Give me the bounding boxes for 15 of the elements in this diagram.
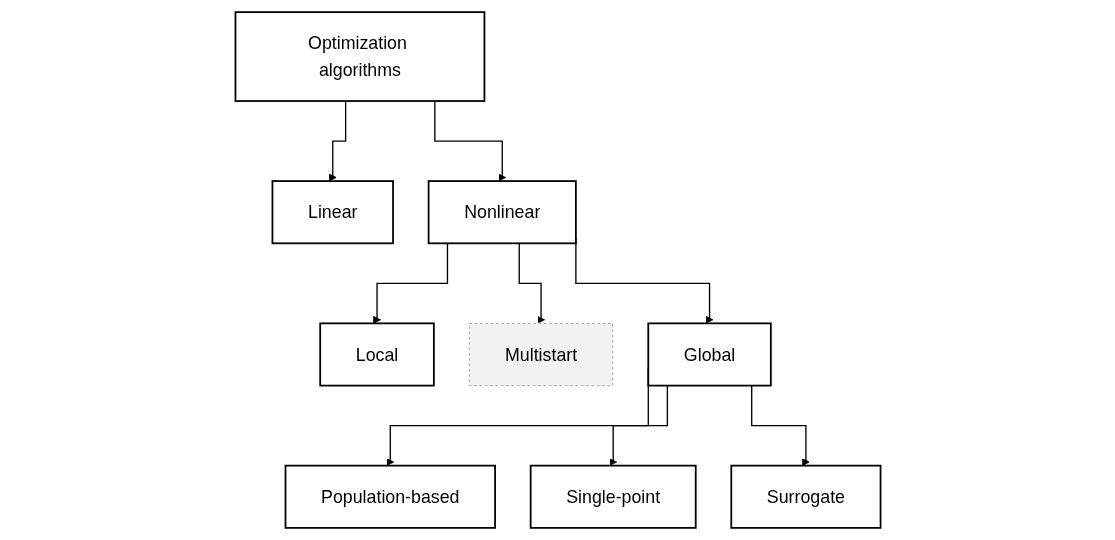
arrow <box>328 100 346 182</box>
node-box: Linear <box>271 180 394 245</box>
node-box: Surrogate <box>729 464 881 529</box>
node-box: Multistart <box>468 322 613 387</box>
arrow <box>372 242 448 324</box>
node-box: Global <box>646 322 772 387</box>
node-box: Single-point <box>529 464 697 529</box>
node-box: Optimization algorithms <box>234 11 485 102</box>
arrow <box>608 384 668 466</box>
arrow <box>518 242 545 324</box>
node-box: Population-based <box>284 464 496 529</box>
node-box: Nonlinear <box>427 180 577 245</box>
arrow <box>433 100 506 182</box>
node-box: Local <box>318 322 435 387</box>
arrow <box>750 384 810 466</box>
